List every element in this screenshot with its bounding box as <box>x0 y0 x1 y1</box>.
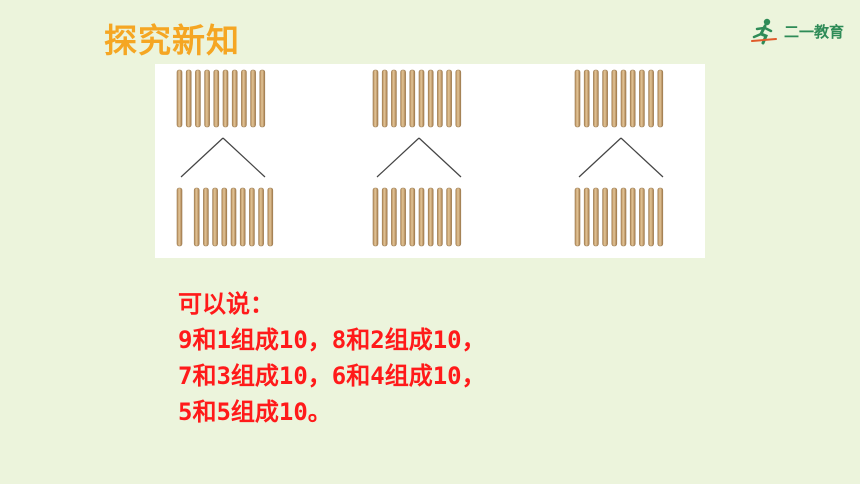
bottom-right-stick <box>418 187 425 247</box>
branch-line-left <box>376 137 420 178</box>
bottom-left-stick <box>583 187 590 247</box>
bottom-left-stick <box>593 187 599 247</box>
top-stick <box>611 69 618 128</box>
top-stick <box>602 69 608 128</box>
top-stick <box>372 69 379 128</box>
bottom-right-stick <box>230 187 237 247</box>
branch-line-right <box>418 137 462 178</box>
bottom-right-stick <box>212 187 218 247</box>
bottom-right-stick <box>267 187 274 247</box>
top-stick <box>437 69 443 128</box>
bottom-right-stick <box>249 187 255 247</box>
top-stick <box>427 69 434 128</box>
bottom-right-stick <box>221 187 228 247</box>
top-stick <box>400 69 406 128</box>
content-text: 可以说： 9和1组成10，8和2组成10， 7和3组成10，6和4组成10， 5… <box>178 286 486 430</box>
top-stick <box>231 69 238 128</box>
top-stick <box>657 69 664 128</box>
top-stick <box>213 69 220 128</box>
content-line-1: 9和1组成10，8和2组成10， <box>178 326 486 354</box>
top-stick <box>195 69 201 128</box>
top-stick <box>593 69 599 128</box>
top-stick <box>259 69 266 128</box>
top-stick <box>381 69 388 128</box>
content-line-intro: 可以说： <box>178 290 274 318</box>
top-stick <box>446 69 452 128</box>
sticks-illustration <box>176 69 664 247</box>
bottom-right-stick <box>427 187 434 247</box>
bottom-right-stick <box>455 187 462 247</box>
bottom-left-stick <box>372 187 379 247</box>
branch-line-left <box>180 137 224 178</box>
top-stick <box>409 69 416 128</box>
top-stick <box>574 69 581 128</box>
top-stick <box>639 69 645 128</box>
bottom-right-stick <box>193 187 200 247</box>
top-stick <box>241 69 247 128</box>
bottom-right-stick <box>400 187 406 247</box>
top-stick <box>391 69 397 128</box>
brand-logo: 二一教育 <box>750 16 844 46</box>
content-line-3: 5和5组成10。 <box>178 398 332 426</box>
top-stick <box>185 69 192 128</box>
bottom-right-stick <box>437 187 443 247</box>
top-stick <box>648 69 654 128</box>
bottom-left-stick <box>574 187 581 247</box>
top-stick <box>250 69 256 128</box>
top-stick <box>176 69 183 128</box>
top-stick <box>418 69 425 128</box>
bottom-right-stick <box>657 187 664 247</box>
branch-line-right <box>222 137 266 178</box>
sticks-diagram <box>155 64 705 258</box>
bottom-right-stick <box>639 187 645 247</box>
bottom-left-stick <box>176 187 183 247</box>
top-stick <box>620 69 627 128</box>
bottom-right-stick <box>602 187 608 247</box>
top-stick <box>629 69 636 128</box>
bottom-right-stick <box>446 187 452 247</box>
top-stick <box>222 69 229 128</box>
content-line-2: 7和3组成10，6和4组成10， <box>178 362 486 390</box>
runner-icon <box>751 18 777 45</box>
bottom-right-stick <box>629 187 636 247</box>
bottom-right-stick <box>203 187 209 247</box>
bottom-right-stick <box>620 187 627 247</box>
page-title: 探究新知 <box>104 21 240 60</box>
bottom-right-stick <box>611 187 618 247</box>
bottom-right-stick <box>391 187 397 247</box>
branch-line-left <box>578 137 622 178</box>
logo-text: 二一教育 <box>784 22 845 41</box>
bottom-right-stick <box>239 187 246 247</box>
branch-line-right <box>620 137 664 178</box>
top-stick <box>455 69 462 128</box>
bottom-right-stick <box>258 187 264 247</box>
top-stick <box>204 69 210 128</box>
top-stick <box>583 69 590 128</box>
bottom-left-stick <box>381 187 388 247</box>
bottom-right-stick <box>648 187 654 247</box>
bottom-right-stick <box>409 187 416 247</box>
